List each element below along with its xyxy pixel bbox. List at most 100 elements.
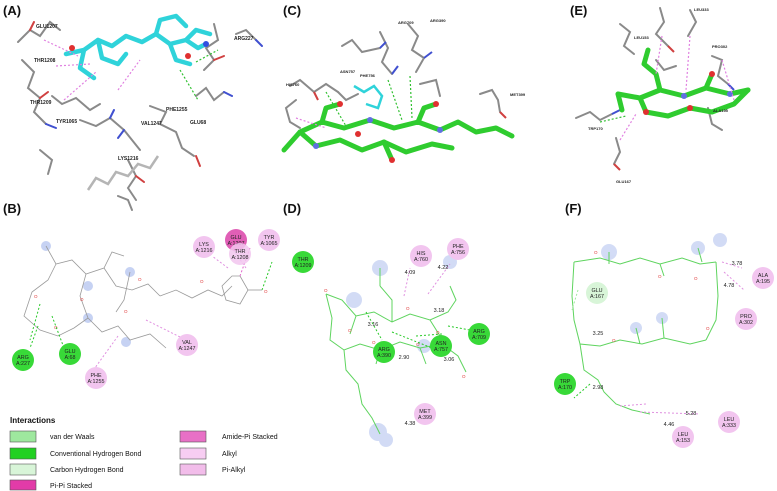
residue-name: THR [297,257,308,263]
legend-swatch-pi-alkyl [179,463,207,476]
residue-name: GLU [64,349,75,355]
distance-label: 3.16 [368,322,379,328]
residue-id: A:1247 [178,346,195,352]
residue-id: A:227 [16,361,30,367]
residue-name: ASN [435,341,446,347]
panel-label-f: (F) [565,201,582,216]
panel-label-d: (D) [283,201,301,216]
residue-label: LEU153 [634,35,649,40]
residue-label: LEU333 [694,7,709,12]
residue-name: TRP [560,379,571,385]
residue-label: VAL1247 [141,121,162,127]
svg-text:O: O [594,250,598,255]
residue-label: HIS760 [286,82,300,87]
residue-name: ALA [758,273,769,279]
distance-label: 4.78 [724,283,735,289]
residue-bubble: LEU A:333 [718,411,740,433]
legend-swatch-amide-pi-stacked [179,430,207,443]
residue-label: THR1208 [34,58,56,64]
residue-bubble: TRP A:170 [554,373,576,395]
residue-label: ARG390 [430,18,446,23]
panel-label-b: (B) [3,201,21,216]
residue-name: LEU [724,417,735,423]
residue-label: THR1209 [30,100,52,106]
svg-text:O: O [406,306,410,311]
svg-text:O: O [416,342,420,347]
residue-bubble: LYS A:1216 [193,236,215,258]
residue-name: ARG [473,329,485,335]
legend-label: Pi-Pi Stacked [50,483,92,490]
residue-label: PRO302 [712,44,728,49]
residue-bubble: GLU A:167 [586,282,608,304]
distance-label: 2.98 [593,385,604,391]
residue-bubble: ARG A:709 [468,323,490,345]
residue-bubble: PRO A:302 [735,308,757,330]
svg-text:O: O [612,338,616,343]
distance-label: 3.78 [732,261,743,267]
residue-bubble: MET A:399 [414,403,436,425]
legend-label: Carbon Hydrogen Bond [50,467,124,474]
residue-bubble: TYR A:1065 [258,229,280,251]
residue-id: A:170 [558,385,572,391]
residue-label: ASN757 [340,69,356,74]
residue-id: A:1255 [87,379,104,385]
svg-text:O: O [264,289,268,294]
svg-text:O: O [436,330,440,335]
distance-labels-f: 3.78 4.78 3.25 2.98 5.28 4.46 [593,261,743,428]
residue-label: GLU68 [190,120,206,126]
residue-bubble: ASN A:757 [430,335,452,357]
residue-name: GLU [591,288,602,294]
distance-labels: 4.09 4.22 3.16 3.18 2.90 3.06 4.38 [368,265,455,427]
svg-text:O: O [694,276,698,281]
distance-label: 3.18 [434,308,445,314]
residue-id: A:153 [676,438,690,444]
svg-text:O: O [138,277,142,282]
residue-bubble: ALA A:195 [752,267,774,289]
residue-bubble: PHE A:1255 [85,367,107,389]
residue-name: LYS [199,242,209,248]
residue-id: A:1065 [260,241,277,247]
residue-id: A:390 [377,353,391,359]
panel-label-c: (C) [283,3,301,18]
residue-id: A:1216 [195,248,212,254]
panel-e: (E) LEU333 LEU153 PRO302 ALA195 TRP170 G… [570,3,751,184]
residue-label: PHE756 [360,73,376,78]
residue-label: GLU167 [616,179,632,184]
svg-text:O: O [706,326,710,331]
residue-name: THR [234,249,245,255]
residue-label: GLU1207 [36,24,58,30]
residue-name: PRO [740,314,752,320]
legend-label: Alkyl [222,451,237,458]
residue-id: A:195 [756,279,770,285]
legend-label: Conventional Hydrogen Bond [50,451,142,458]
distance-label: 5.28 [686,411,697,417]
residue-name: GLU [230,235,241,241]
svg-text:O: O [658,274,662,279]
legend-title: Interactions [10,416,56,425]
svg-text:O: O [462,374,466,379]
panel-label-e: (E) [570,3,587,18]
panel-c: (C) ARG709 ARG390 ASN757 HIS760 PHE756 M… [281,3,526,163]
residue-bubble: THR A:1208 [229,243,251,265]
svg-text:O: O [324,288,328,293]
panel-label-a: (A) [3,3,21,18]
residue-name: PHE [90,373,101,379]
residue-bubble: ARG A:227 [12,349,34,371]
svg-text:O: O [200,279,204,284]
distance-label: 4.38 [405,421,416,427]
residue-name: ARG [17,355,29,361]
residue-label: PHE1255 [166,107,188,113]
legend-swatch-conventional-hbond [9,447,37,460]
residue-bubble: VAL A:1247 [176,334,198,356]
residue-id: A:757 [434,347,448,353]
svg-text:O: O [34,294,38,299]
residue-bubble: LEU A:153 [672,426,694,448]
residue-id: A:709 [472,335,486,341]
residue-bubble: ARG A:390 [373,341,395,363]
distance-label: 4.46 [664,422,675,428]
panel-a: (A) GLU1207 ARG227 THR1208 PHE1255 VAL12… [3,3,263,211]
residue-id: A:68 [64,355,75,361]
residue-name: VAL [182,340,192,346]
